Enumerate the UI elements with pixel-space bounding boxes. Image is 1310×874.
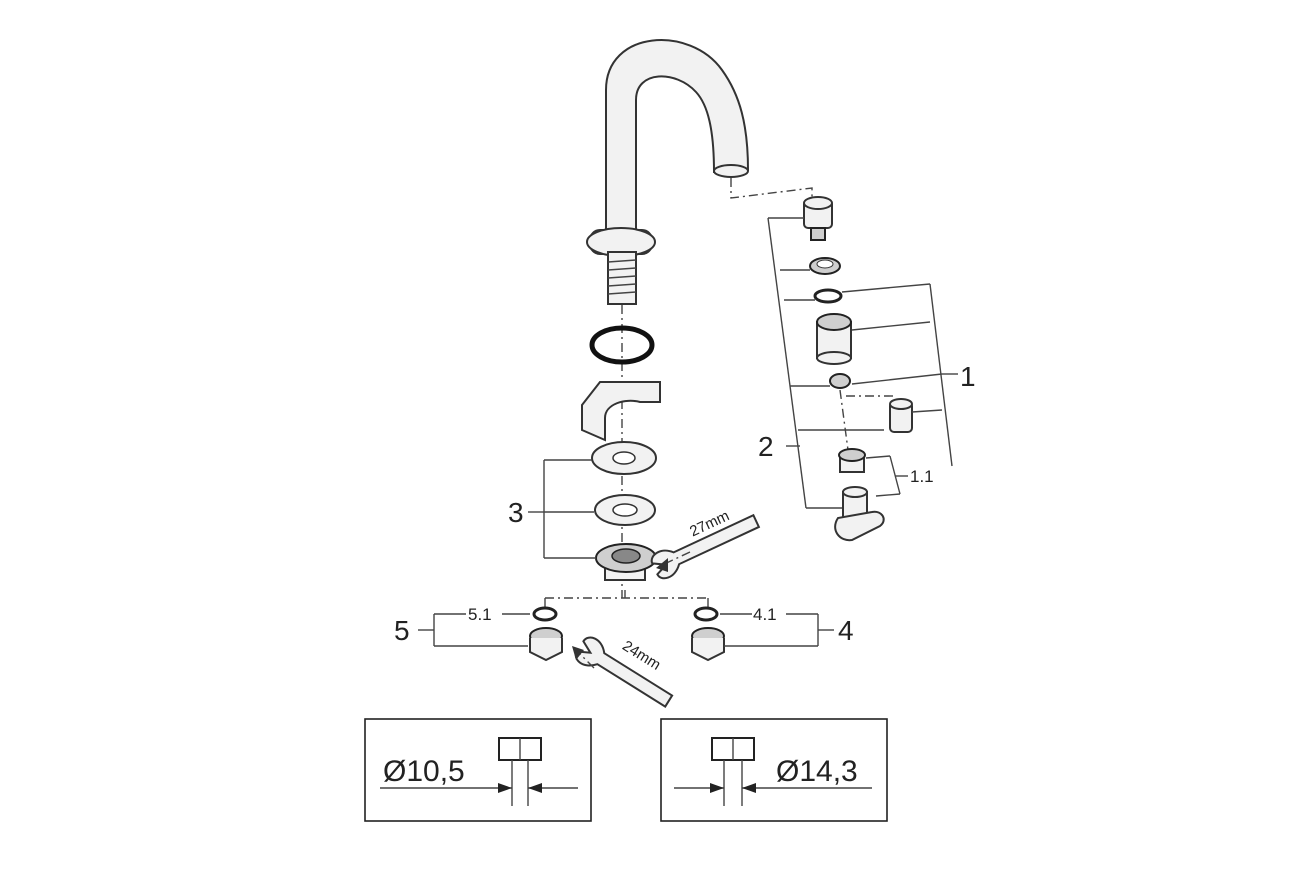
bracket-4	[720, 613, 834, 647]
seal-4-1	[693, 606, 719, 622]
aerator-key	[889, 398, 913, 433]
dimension-box-left: Ø10,5	[364, 718, 592, 822]
label-3: 3	[508, 497, 524, 528]
label-1-1: 1.1	[910, 467, 934, 486]
label-4: 4	[838, 615, 854, 646]
aerator-seal	[813, 288, 843, 304]
bracket-2	[767, 217, 884, 509]
horseshoe-spacer	[581, 381, 661, 442]
wrench-icon	[650, 513, 761, 580]
nut-4	[691, 627, 725, 662]
split-axis	[544, 590, 709, 608]
dimension-right: Ø14,3	[776, 755, 858, 788]
dimension-left: Ø10,5	[383, 755, 465, 788]
bracket-1	[841, 283, 958, 467]
seal-5-1	[532, 606, 558, 622]
label-5-1: 5.1	[468, 605, 492, 624]
label-1: 1	[960, 361, 976, 392]
label-2: 2	[758, 431, 774, 462]
aerator-insert	[816, 313, 852, 365]
washer-upper	[591, 441, 657, 475]
o-ring	[589, 325, 655, 365]
label-4-1: 4.1	[753, 605, 777, 624]
aerator-ring	[809, 257, 841, 275]
aerator-housing	[803, 196, 833, 241]
aerator-screen	[838, 448, 866, 473]
aerator-axis-top	[730, 178, 813, 199]
mounting-nut	[595, 543, 657, 581]
washer-lower	[594, 494, 656, 526]
bracket-1-1	[865, 455, 908, 497]
dimension-box-right: Ø14,3	[660, 718, 888, 822]
label-5: 5	[394, 615, 410, 646]
bracket-3	[528, 459, 596, 559]
spout	[586, 39, 750, 305]
nut-5	[529, 627, 563, 662]
aerator-axis	[839, 389, 849, 451]
aerator-tool	[834, 486, 885, 542]
aerator-nut-small	[829, 373, 851, 389]
bracket-5	[418, 613, 530, 647]
